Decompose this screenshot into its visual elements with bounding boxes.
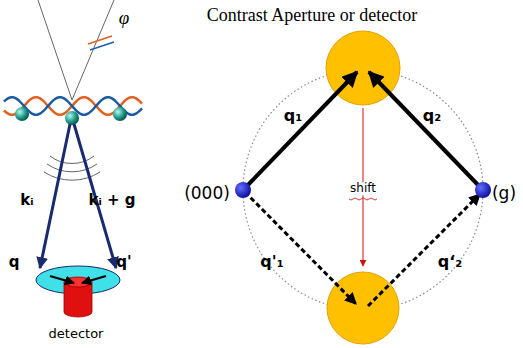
beam-line [38, 0, 72, 100]
vector-label: q'₁ [260, 253, 283, 271]
wave-vector: kᵢ + g [88, 192, 135, 209]
reflection-dot [235, 182, 251, 198]
atom [15, 107, 29, 121]
vector-arrow [369, 72, 481, 188]
beam-arrow [40, 124, 70, 268]
shift-label: shift [348, 182, 378, 195]
atom [65, 111, 79, 125]
diagram-title: Contrast Aperture or detector [207, 6, 417, 26]
wave-arc [44, 172, 100, 180]
wave-arc [47, 164, 97, 172]
wave-arc [50, 156, 94, 164]
phase-symbol: φ [119, 8, 130, 29]
q-arrow [50, 276, 74, 283]
reflection-label: (g) [492, 184, 516, 203]
reflection-label: (000) [184, 184, 230, 203]
aperture-circle [327, 272, 399, 344]
q-arrow [82, 276, 106, 283]
beam-line [72, 0, 114, 100]
vector-arrow [245, 192, 356, 304]
atom [113, 107, 127, 121]
vector-label: q‘₂ [438, 253, 463, 271]
phase-mark [90, 42, 114, 50]
vector-label: q [9, 254, 20, 271]
wave-vector: kᵢ [20, 192, 33, 209]
vector-label: q₂ [423, 107, 441, 125]
phase-mark [88, 36, 112, 44]
detector-label: detector [49, 327, 104, 341]
reflection-dot [475, 182, 491, 198]
spell-underline [349, 198, 377, 200]
vector-arrow [245, 72, 357, 188]
vector-arrow [368, 194, 480, 306]
vector-label: q₁ [284, 107, 302, 125]
vector-label: q' [116, 254, 131, 271]
